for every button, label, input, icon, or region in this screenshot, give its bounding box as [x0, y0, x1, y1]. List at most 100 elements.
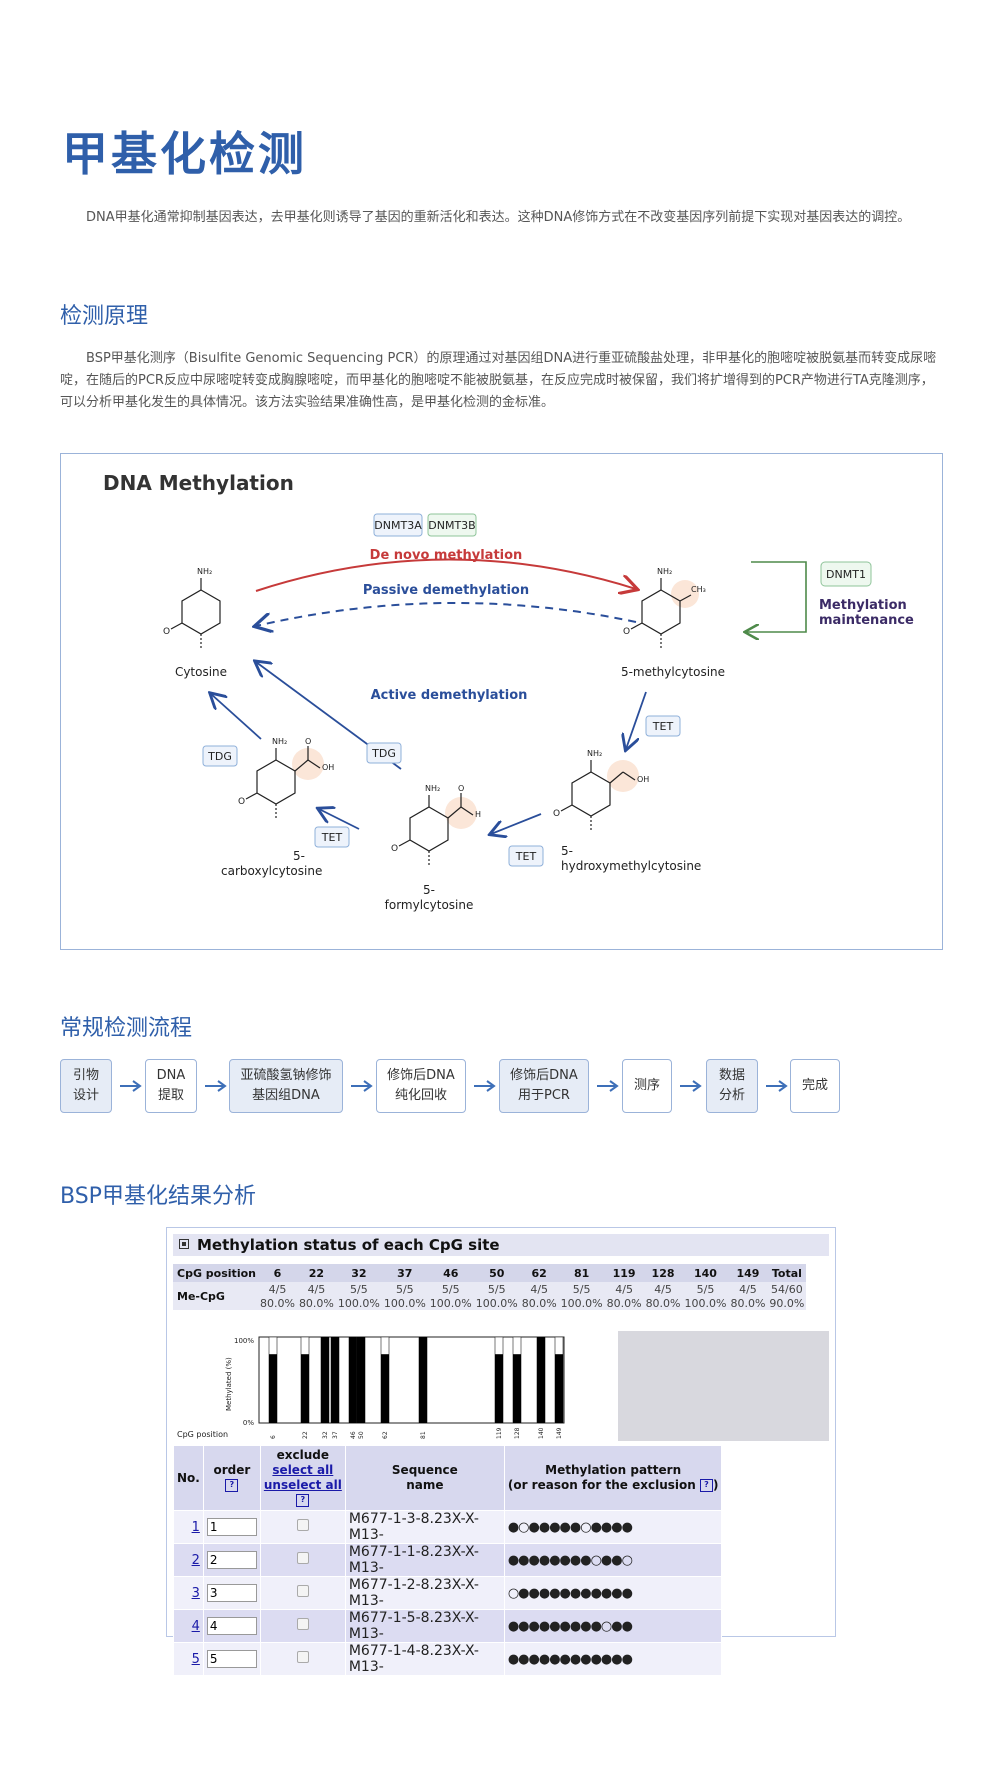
- cpg-position-cell: 62: [519, 1264, 559, 1282]
- order-input[interactable]: [206, 1617, 257, 1635]
- me-cpg-percent-cell: 100.0%: [560, 1296, 603, 1310]
- workflow-step: 测序: [622, 1059, 672, 1113]
- workflow-step: 完成: [790, 1059, 840, 1113]
- cpg-position-cell: 46: [427, 1264, 474, 1282]
- cpg-position-cell: 119: [604, 1264, 644, 1282]
- workflow-arrow-icon: [205, 1080, 227, 1092]
- me-cpg-percent-cell: 100.0%: [337, 1296, 380, 1310]
- pattern-help-icon[interactable]: ?: [699, 1479, 713, 1492]
- order-input[interactable]: [206, 1584, 257, 1602]
- arrow-tdg-1: [211, 694, 262, 740]
- methylation-bar: [419, 1337, 427, 1423]
- label-maintenance-2: maintenance: [819, 613, 914, 628]
- x-tick-label: 50: [358, 1431, 365, 1439]
- x-tick-label: 140: [538, 1427, 545, 1439]
- x-tick-label: 32: [322, 1431, 329, 1439]
- me-cpg-percent-cell: 90.0%: [769, 1296, 805, 1310]
- tet-label-3: TET: [321, 831, 343, 844]
- methylation-bar: [381, 1354, 389, 1423]
- methylation-bar: [331, 1337, 339, 1423]
- me-cpg-percent-cell: 80.0%: [259, 1296, 295, 1310]
- section-heading-workflow: 常规检测流程: [60, 1016, 193, 1041]
- order-input[interactable]: [206, 1551, 257, 1569]
- svg-text:O: O: [458, 784, 464, 793]
- me-cpg-label: Me-CpG: [177, 1289, 225, 1303]
- cpg-position-cell: 32: [335, 1264, 382, 1282]
- cpg-position-cell: 128: [643, 1264, 683, 1282]
- cpg-position-cell: 6: [257, 1264, 297, 1282]
- x-tick-label: 119: [496, 1427, 503, 1439]
- svg-text:O: O: [238, 797, 245, 807]
- label-formyl-2: formylcytosine: [385, 898, 474, 912]
- label-de-novo: De novo methylation: [370, 548, 523, 563]
- cpg-position-cell: 140: [682, 1264, 729, 1282]
- hydroxymethylcytosine-structure: NH₂ OH O: [553, 749, 649, 831]
- me-cpg-count-cell: 4/5: [615, 1282, 633, 1296]
- cpg-position-cell: 50: [473, 1264, 520, 1282]
- exclude-help-icon[interactable]: ?: [296, 1494, 310, 1507]
- arrow-de-novo: [255, 558, 636, 591]
- workflow-step: 引物 设计: [60, 1059, 112, 1113]
- order-input[interactable]: [206, 1518, 257, 1536]
- workflow-arrow-icon: [351, 1080, 373, 1092]
- label-formyl-1: 5-: [423, 883, 435, 897]
- y-axis-label: Methylated (%): [225, 1357, 233, 1411]
- enzyme-dnmt3a: DNMT3A: [374, 519, 422, 532]
- label-cytosine: Cytosine: [175, 665, 227, 679]
- tet-label-2: TET: [515, 850, 537, 863]
- methylation-bar: [349, 1337, 357, 1423]
- x-tick-label: 128: [514, 1427, 521, 1439]
- x-tick-label: 37: [332, 1431, 339, 1439]
- x-tick-label: 62: [382, 1431, 389, 1439]
- formylcytosine-structure: NH₂ O H O: [391, 784, 481, 866]
- order-input[interactable]: [206, 1650, 257, 1668]
- exclude-checkbox[interactable]: [296, 1519, 309, 1531]
- label-passive: Passive demethylation: [363, 583, 529, 598]
- arrow-tet-3: [319, 809, 360, 830]
- methylation-bar: [321, 1337, 329, 1423]
- methylation-pattern: ●○●●●●●○●●●●: [503, 1510, 723, 1544]
- section-heading-bsp: BSP甲基化结果分析: [60, 1184, 256, 1209]
- svg-text:O: O: [305, 737, 311, 746]
- svg-text:H: H: [475, 810, 481, 819]
- cpg-position-cell: 37: [381, 1264, 428, 1282]
- x-tick-label: 81: [420, 1431, 427, 1439]
- x-tick-label: 22: [302, 1431, 309, 1439]
- select-all-link[interactable]: select all: [272, 1463, 334, 1477]
- svg-text:OH: OH: [322, 763, 334, 772]
- exclude-checkbox[interactable]: [296, 1651, 309, 1663]
- me-cpg-percent-cell: 80.0%: [298, 1296, 334, 1310]
- row-number-link[interactable]: 5: [191, 1651, 200, 1667]
- row-number-link[interactable]: 3: [191, 1585, 200, 1601]
- me-cpg-percent-cell: 80.0%: [521, 1296, 557, 1310]
- me-cpg-count-cell: 5/5: [696, 1282, 715, 1296]
- me-cpg-percent-cell: 100.0%: [475, 1296, 518, 1310]
- me-cpg-percent-cell: 100.0%: [429, 1296, 472, 1310]
- exclude-checkbox[interactable]: [296, 1585, 309, 1597]
- row-number-link[interactable]: 2: [191, 1552, 200, 1568]
- exclude-checkbox[interactable]: [296, 1552, 309, 1564]
- row-number-link[interactable]: 1: [191, 1519, 200, 1535]
- arrow-tet-2: [491, 813, 542, 834]
- row-number-link[interactable]: 4: [191, 1618, 200, 1634]
- x-tick-label: 6: [270, 1435, 277, 1439]
- order-help-icon[interactable]: ?: [225, 1479, 239, 1492]
- section-heading-principle: 检测原理: [60, 304, 149, 329]
- me-cpg-count-cell: 4/5: [268, 1282, 287, 1296]
- arrow-tet-1: [626, 691, 647, 749]
- svg-text:NH₂: NH₂: [197, 567, 212, 576]
- collapse-icon[interactable]: [179, 1239, 189, 1249]
- unselect-all-link[interactable]: unselect all: [263, 1478, 342, 1492]
- workflow-arrow-icon: [120, 1080, 142, 1092]
- workflow-arrow-icon: [680, 1080, 702, 1092]
- svg-text:NH₂: NH₂: [657, 567, 672, 576]
- exclude-checkbox[interactable]: [296, 1618, 309, 1630]
